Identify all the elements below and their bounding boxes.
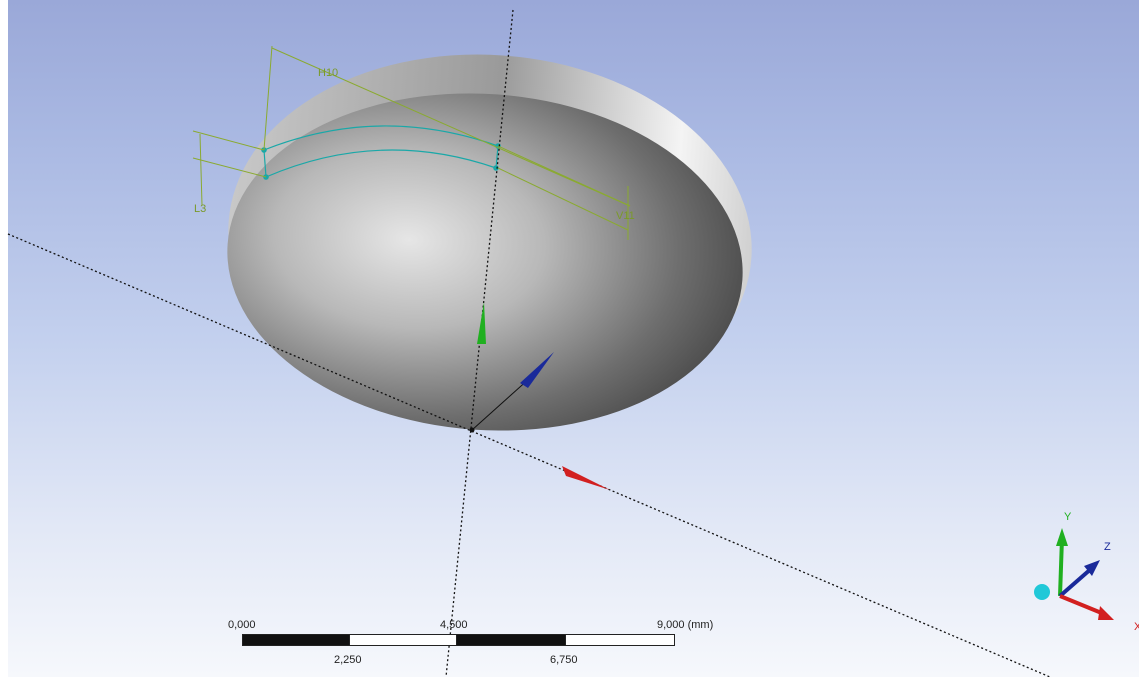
sketch-line-right[interactable] — [495, 145, 499, 169]
sketch-arc-outer[interactable] — [263, 125, 499, 151]
scale-label-three-quarter: 6,750 — [550, 654, 578, 666]
x-axis-arrow[interactable] — [562, 466, 610, 490]
scale-label-quarter: 2,250 — [334, 654, 362, 666]
triad-origin-ball[interactable] — [1034, 584, 1050, 600]
sketch-line-left[interactable] — [263, 149, 267, 178]
orientation-triad[interactable]: Y Z X — [1026, 504, 1139, 636]
viewport-left-margin — [0, 0, 8, 677]
coordinate-system[interactable] — [469, 302, 611, 490]
scale-label-end: 9,000 (mm) — [657, 619, 714, 631]
origin-point[interactable] — [469, 427, 475, 433]
global-axes — [7, 9, 1051, 677]
scale-segment — [349, 634, 457, 646]
dimension-label-h10[interactable]: H10 — [318, 67, 338, 79]
scale-segment — [242, 634, 350, 646]
scale-ruler: 0,000 4,500 9,000 (mm) 2,250 6,750 — [222, 616, 742, 672]
dimension-label-v11[interactable]: V11 — [616, 210, 635, 222]
dimension-annotations[interactable] — [192, 45, 631, 240]
dimension-label-l3[interactable]: L3 — [194, 203, 206, 215]
triad-y-label: Y — [1064, 511, 1072, 523]
z-axis-arrow[interactable] — [520, 352, 554, 388]
triad-z-label: Z — [1104, 541, 1111, 553]
scale-label-mid: 4,500 — [440, 619, 468, 631]
sketch-arc-inner[interactable] — [265, 149, 497, 178]
y-axis-arrow[interactable] — [477, 302, 486, 344]
disc-face[interactable] — [216, 76, 754, 447]
scale-segment — [565, 634, 675, 646]
triad-x-label: X — [1134, 621, 1139, 633]
axis-line-vertical — [445, 9, 514, 677]
scale-label-start: 0,000 — [228, 619, 256, 631]
scale-segment — [456, 634, 566, 646]
disc-body[interactable] — [216, 37, 765, 447]
